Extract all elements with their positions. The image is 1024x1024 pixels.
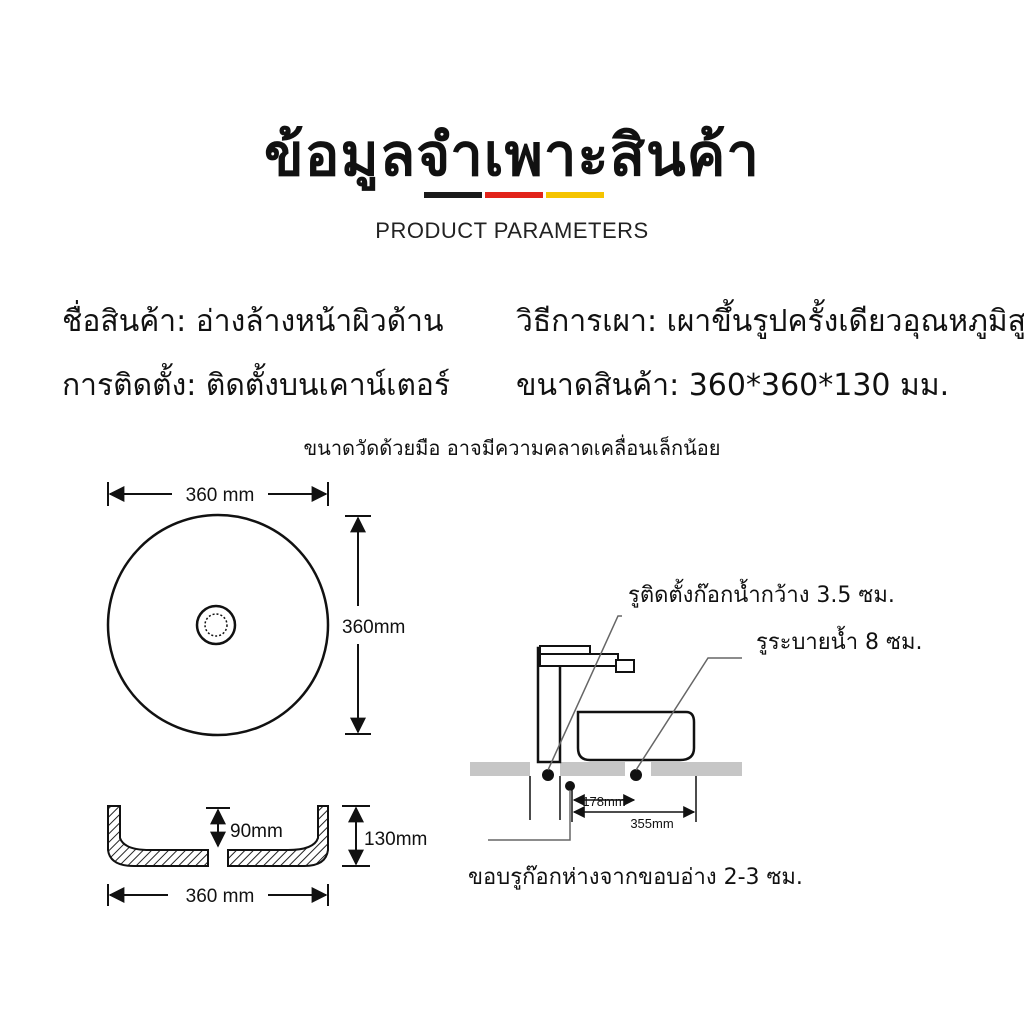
color-bar-black bbox=[424, 192, 482, 198]
callout-faucet-hole: รูติดตั้งก๊อกน้ำกว้าง 3.5 ซม. bbox=[628, 583, 895, 608]
callout-faucet-edge: ขอบรูก๊อกห่างจากขอบอ่าง 2-3 ซม. bbox=[468, 865, 803, 890]
installation-view: 178mm 355mm bbox=[470, 615, 742, 841]
drain-inner-ring bbox=[204, 613, 228, 637]
callout-drain-hole: รูระบายน้ำ 8 ซม. bbox=[756, 630, 923, 655]
page-subtitle: PRODUCT PARAMETERS bbox=[375, 218, 649, 243]
spec-installation: การติดตั้ง: ติดตั้งบนเคาน์เตอร์ bbox=[62, 368, 451, 403]
dim-355-label: 355mm bbox=[630, 816, 673, 831]
countertop bbox=[470, 762, 742, 776]
spec-product-size: ขนาดสินค้า: 360*360*130 มม. bbox=[516, 368, 950, 403]
basin-outline-top bbox=[106, 513, 330, 737]
top-height-label: 360mm bbox=[342, 617, 405, 638]
side-view: 90mm 130mm 360 mm bbox=[107, 805, 427, 907]
dim-178-label: 178mm bbox=[582, 794, 625, 809]
faucet-handle bbox=[539, 645, 591, 655]
basin-body-side bbox=[576, 710, 696, 762]
spec-product-name: ชื่อสินค้า: อ่างล้างหน้าผิวด้าน bbox=[62, 304, 444, 339]
drain-hole-marker bbox=[630, 769, 642, 781]
faucet-hole-marker bbox=[542, 769, 554, 781]
measurement-note: ขนาดวัดด้วยมือ อาจมีความคลาดเคลื่อนเล็กน… bbox=[303, 436, 721, 460]
top-width-label: 360 mm bbox=[186, 485, 255, 506]
side-depth-label: 90mm bbox=[230, 821, 283, 842]
top-view: 360 mm 360mm bbox=[106, 482, 405, 737]
spec-firing-method: วิธีการเผา: เผาขึ้นรูปครั้งเดียวอุณหภูมิ… bbox=[516, 304, 1024, 339]
faucet-spout bbox=[539, 653, 619, 667]
color-bar-yellow bbox=[546, 192, 604, 198]
side-width-label: 360 mm bbox=[186, 886, 255, 907]
side-height-label: 130mm bbox=[364, 829, 427, 850]
faucet-tip bbox=[615, 659, 635, 673]
color-bar-red bbox=[485, 192, 543, 198]
drain-outer-ring bbox=[195, 604, 237, 646]
faucet-edge-marker bbox=[565, 781, 575, 791]
page-title: ข้อมูลจำเพาะสินค้า bbox=[263, 121, 760, 189]
